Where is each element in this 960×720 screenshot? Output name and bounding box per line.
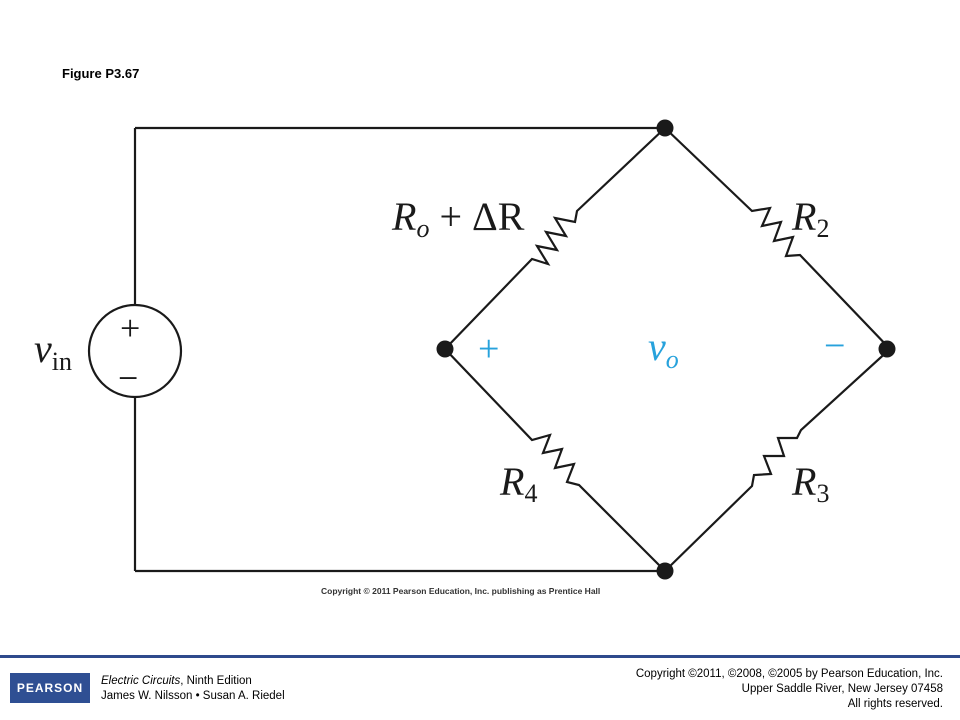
copyright-line-3: All rights reserved. xyxy=(847,698,943,710)
publisher-copyright: Copyright ©2011, ©2008, ©2005 by Pearson… xyxy=(636,667,943,712)
bridge-circuit-diagram: + − vin Ro + ΔR R2 R4 R3 + vo − xyxy=(34,119,896,580)
pearson-logo: PEARSON xyxy=(10,673,90,703)
figure-title: Figure P3.67 xyxy=(62,66,140,81)
node-top xyxy=(656,119,674,137)
vo-minus: − xyxy=(824,325,845,367)
book-authors: James W. Nilsson • Susan A. Riedel xyxy=(101,690,285,702)
resistor-r2-label: R2 xyxy=(791,194,829,243)
node-bottom xyxy=(656,562,674,580)
copyright-line-2: Upper Saddle River, New Jersey 07458 xyxy=(741,683,943,695)
source-label: vin xyxy=(34,326,72,376)
vo-label: vo xyxy=(648,324,679,374)
book-info: Electric Circuits, Ninth Edition James W… xyxy=(101,674,285,704)
footer-divider xyxy=(0,655,960,658)
vo-plus: + xyxy=(478,328,499,370)
node-left xyxy=(436,340,454,358)
resistor-ro-dr xyxy=(444,127,666,350)
copyright-line-1: Copyright ©2011, ©2008, ©2005 by Pearson… xyxy=(635,668,943,680)
resistor-r4 xyxy=(444,348,666,572)
resistor-ro-dr-label: Ro + ΔR xyxy=(391,194,525,243)
resistor-r2 xyxy=(664,127,891,350)
book-edition: , Ninth Edition xyxy=(180,675,252,687)
voltage-source xyxy=(87,303,183,399)
resistor-r3 xyxy=(664,348,891,572)
resistor-r3-label: R3 xyxy=(791,459,829,508)
source-minus: − xyxy=(118,358,138,398)
source-plus: + xyxy=(120,308,140,348)
resistor-r4-label: R4 xyxy=(499,459,537,508)
node-right xyxy=(878,340,896,358)
inner-copyright: Copyright © 2011 Pearson Education, Inc.… xyxy=(321,586,601,596)
book-title: Electric Circuits xyxy=(101,675,181,687)
